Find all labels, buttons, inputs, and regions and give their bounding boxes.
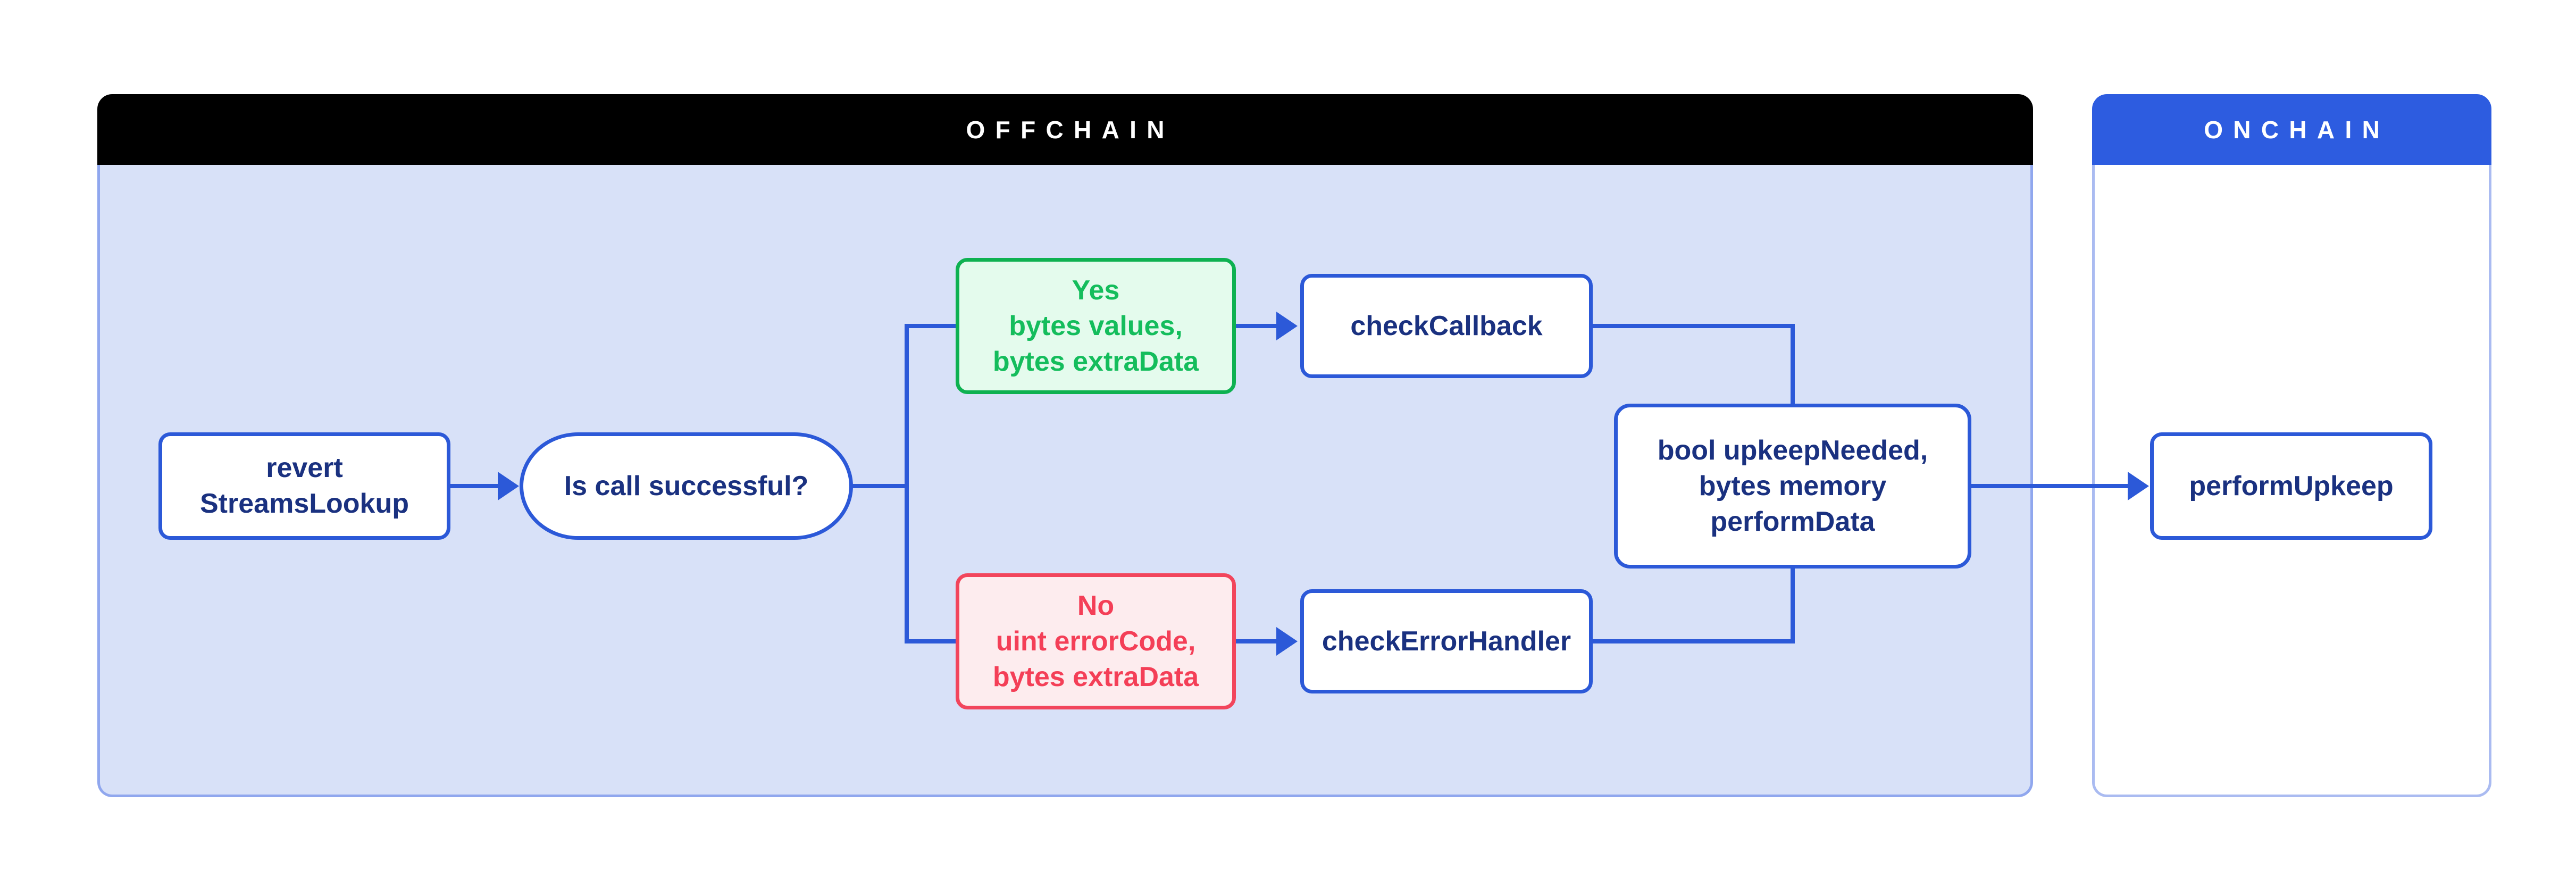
- node-upkeep-line2: bytes memory: [1699, 470, 1887, 501]
- node-checkerrorhandler-label: checkErrorHandler: [1322, 625, 1571, 657]
- connector-checkerrorhandler-right: [1593, 639, 1795, 643]
- node-is-call-successful: Is call successful?: [520, 432, 853, 540]
- offchain-title: OFFCHAIN: [966, 115, 1175, 144]
- connector-branch-to-yes: [905, 324, 958, 328]
- node-checkerrorhandler: checkErrorHandler: [1300, 589, 1593, 693]
- offchain-header: OFFCHAIN: [97, 94, 2033, 165]
- node-checkcallback-label: checkCallback: [1350, 310, 1543, 341]
- node-upkeep-line1: bool upkeepNeeded,: [1657, 434, 1928, 466]
- onchain-header: ONCHAIN: [2092, 94, 2491, 165]
- arrowhead-performupkeep-icon: [2128, 472, 2149, 500]
- node-decision-label: Is call successful?: [564, 470, 809, 501]
- connector-no-to-checkerrorhandler: [1236, 639, 1278, 643]
- connector-revert-to-decision: [450, 484, 499, 488]
- node-performupkeep: performUpkeep: [2150, 432, 2432, 540]
- connector-upkeep-to-performupkeep: [1971, 484, 2129, 488]
- connector-branch-vertical: [905, 324, 909, 643]
- node-upkeep-result: bool upkeepNeeded, bytes memory performD…: [1614, 404, 1971, 569]
- node-revert-line2: StreamsLookup: [200, 488, 409, 519]
- connector-checkcallback-down: [1791, 324, 1795, 405]
- connector-yes-to-checkcallback: [1236, 324, 1278, 328]
- arrowhead-decision-icon: [498, 472, 519, 500]
- node-yes-line2: bytes values,: [1009, 310, 1183, 341]
- node-upkeep-line3: performData: [1710, 506, 1875, 537]
- node-no-line2: uint errorCode,: [996, 625, 1196, 657]
- arrowhead-checkcallback-icon: [1276, 312, 1298, 340]
- onchain-title: ONCHAIN: [2204, 115, 2390, 144]
- node-no-line1: No: [1077, 590, 1115, 621]
- node-performupkeep-label: performUpkeep: [2189, 470, 2394, 501]
- node-checkcallback: checkCallback: [1300, 274, 1593, 378]
- node-revert-line1: revert: [266, 453, 343, 483]
- node-no-line3: bytes extraData: [992, 661, 1199, 692]
- connector-checkerrorhandler-up: [1791, 567, 1795, 643]
- node-revert-streamslookup: revert StreamsLookup: [158, 432, 450, 540]
- arrowhead-checkerrorhandler-icon: [1276, 627, 1298, 656]
- node-no-branch: No uint errorCode, bytes extraData: [956, 573, 1236, 709]
- node-yes-line1: Yes: [1072, 274, 1120, 306]
- connector-branch-to-no: [905, 639, 958, 643]
- node-yes-branch: Yes bytes values, bytes extraData: [956, 258, 1236, 394]
- connector-decision-to-branch: [851, 484, 909, 488]
- node-yes-line3: bytes extraData: [992, 346, 1199, 377]
- connector-checkcallback-right: [1593, 324, 1795, 328]
